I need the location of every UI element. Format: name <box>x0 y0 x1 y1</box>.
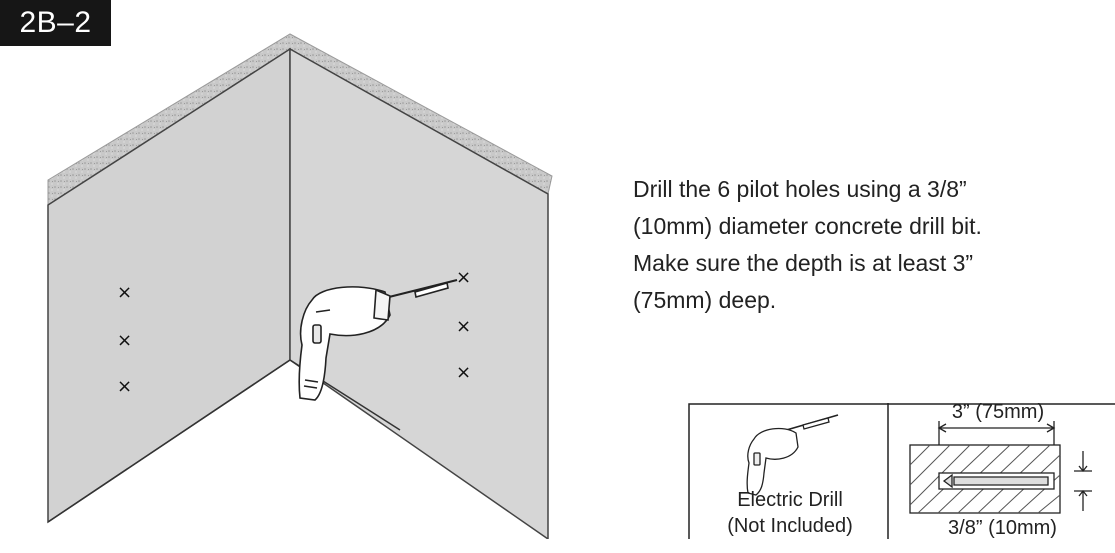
drill-mark-3: × <box>117 376 132 397</box>
step-badge: 2B–2 <box>0 0 111 46</box>
instruction-line: Make sure the depth is at least 3” <box>633 250 974 276</box>
tool-name-label: Electric Drill <box>737 489 843 511</box>
wall-illustration: × × × × × × <box>47 33 553 539</box>
instruction-line: (75mm) deep. <box>633 287 777 313</box>
hole-mark: × <box>117 376 132 397</box>
hole-cross-section <box>909 421 1092 514</box>
hole-mark: × <box>456 267 471 288</box>
electric-drill-icon <box>746 414 839 496</box>
drill-mark-5: × <box>456 316 471 337</box>
hole-mark: × <box>117 282 132 303</box>
hole-mark: × <box>456 362 471 383</box>
instruction-text: Drill the 6 pilot holes using a 3/8” (10… <box>633 171 1103 319</box>
drill-mark-1: × <box>117 282 132 303</box>
drill-mark-4: × <box>456 267 471 288</box>
depth-dimension-label: 3” (75mm) <box>951 401 1045 423</box>
instruction-line: Drill the 6 pilot holes using a 3/8” <box>633 176 967 202</box>
hole-mark: × <box>117 330 132 351</box>
instruction-line: (10mm) diameter concrete drill bit. <box>633 213 982 239</box>
tool-legend: Electric Drill (Not Included) 3” (75mm) … <box>688 401 1115 553</box>
hole-mark: × <box>456 316 471 337</box>
drill-mark-6: × <box>456 362 471 383</box>
drill-icon <box>298 279 458 401</box>
drill-mark-2: × <box>117 330 132 351</box>
tool-note-label: (Not Included) <box>727 515 853 537</box>
diameter-dimension-label: 3/8” (10mm) <box>948 517 1057 539</box>
